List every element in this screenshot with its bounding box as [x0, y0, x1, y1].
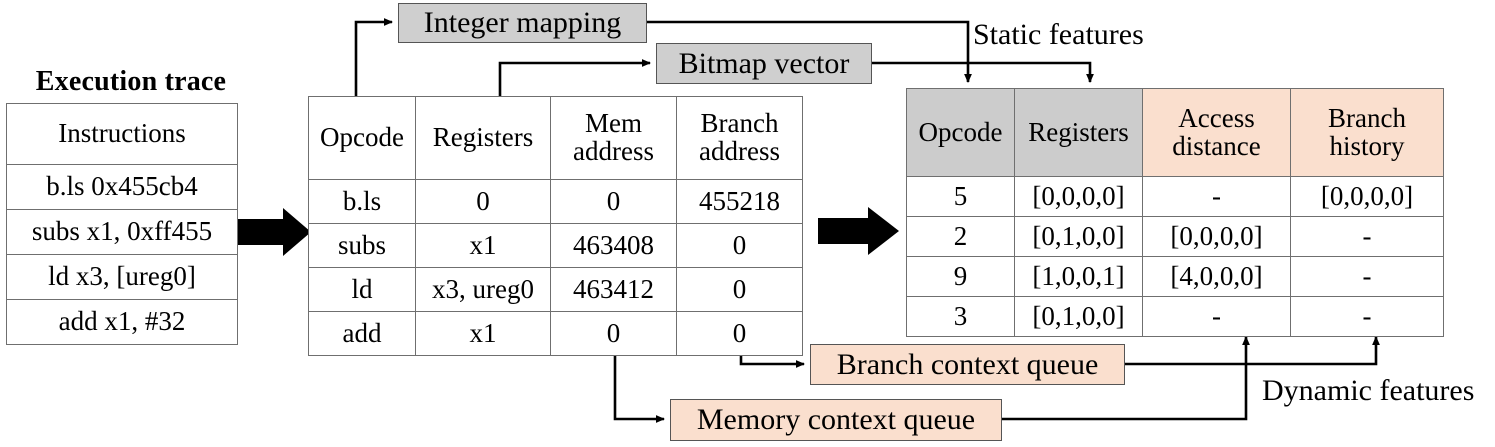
table-header-row: Instructions	[6, 103, 238, 165]
table-row: add x1 0 0	[308, 311, 803, 356]
hdr-line2: address	[699, 136, 780, 166]
table-row: 9 [1,0,0,1] [4,0,0,0] -	[906, 256, 1444, 297]
feature-header-registers: Registers	[1014, 88, 1143, 177]
table-header-row: Opcode Registers Mem address Branch addr…	[308, 96, 803, 180]
hdr-line1: Branch	[1328, 102, 1406, 133]
feature-cell: 3	[906, 296, 1015, 337]
trace-cell: b.ls 0x455cb4	[6, 164, 238, 210]
feature-cell: 9	[906, 256, 1015, 297]
trace-cell: add x1, #32	[6, 299, 238, 345]
table-row: 5 [0,0,0,0] - [0,0,0,0]	[906, 176, 1444, 217]
hdr-line1: Mem	[585, 108, 642, 139]
feature-cell: 5	[906, 176, 1015, 217]
mid-cell: subs	[308, 223, 416, 268]
mid-cell: ld	[308, 267, 416, 312]
thick-arrow-mid-to-right	[818, 207, 899, 255]
wire-opcode-to-integer-mapping	[354, 18, 393, 96]
mid-header-branch-address: Branch address	[676, 96, 803, 180]
feature-cell: [0,1,0,0]	[1014, 216, 1143, 257]
execution-trace-table: Instructions b.ls 0x455cb4 subs x1, 0xff…	[6, 103, 238, 345]
table-row: ld x3, ureg0 463412 0	[308, 267, 803, 312]
table-header-row: Opcode Registers Access distance Branch …	[906, 88, 1444, 177]
table-row: b.ls 0 0 455218	[308, 179, 803, 224]
feature-header-access-distance: Access distance	[1142, 88, 1291, 177]
mid-cell: 463412	[550, 267, 677, 312]
branch-context-queue-box: Branch context queue	[810, 344, 1125, 385]
table-row: 3 [0,1,0,0] - -	[906, 296, 1444, 337]
feature-header-branch-history: Branch history	[1290, 88, 1444, 177]
mid-header-registers: Registers	[415, 96, 551, 180]
hdr-line2: history	[1329, 130, 1405, 161]
hdr-line1: Registers	[1028, 116, 1129, 147]
feature-cell: 2	[906, 216, 1015, 257]
feature-cell: -	[1290, 296, 1444, 337]
mid-cell: x1	[415, 223, 551, 268]
mid-cell: add	[308, 311, 416, 356]
trace-cell: subs x1, 0xff455	[6, 209, 238, 255]
thick-arrow-trace-to-mid	[233, 208, 311, 256]
decoded-trace-table: Opcode Registers Mem address Branch addr…	[308, 96, 803, 356]
mid-cell: 0	[415, 179, 551, 224]
mid-cell: b.ls	[308, 179, 416, 224]
wire-memory-queue-to-access-distance	[1000, 336, 1250, 421]
wire-mem-addr-to-memory-queue	[613, 331, 665, 423]
table-row: subs x1 463408 0	[308, 223, 803, 268]
feature-cell: [4,0,0,0]	[1142, 256, 1291, 297]
mid-cell: x3, ureg0	[415, 267, 551, 312]
wire-branch-queue-to-branch-history	[1123, 336, 1380, 366]
dynamic-features-label: Dynamic features	[1262, 374, 1475, 407]
feature-table: Opcode Registers Access distance Branch …	[906, 88, 1444, 337]
wire-bitmap-to-registers	[870, 61, 1094, 83]
feature-cell: -	[1142, 296, 1291, 337]
memory-context-queue-box: Memory context queue	[670, 399, 1002, 441]
mid-cell: 455218	[676, 179, 803, 224]
feature-cell: [0,1,0,0]	[1014, 296, 1143, 337]
integer-mapping-box: Integer mapping	[398, 3, 647, 43]
mid-cell: 0	[676, 311, 803, 356]
hdr-line1: Opcode	[918, 116, 1003, 147]
mid-cell: 0	[550, 311, 677, 356]
table-row: b.ls 0x455cb4	[6, 164, 238, 210]
static-features-label: Static features	[973, 18, 1144, 51]
wire-registers-to-bitmap	[498, 59, 651, 96]
table-row: add x1, #32	[6, 299, 238, 345]
feature-cell: [1,0,0,1]	[1014, 256, 1143, 297]
feature-cell: -	[1290, 256, 1444, 297]
hdr-line2: distance	[1172, 130, 1261, 161]
hdr-line1: Opcode	[320, 122, 404, 153]
hdr-line1: Branch	[700, 108, 779, 139]
bitmap-vector-box: Bitmap vector	[656, 43, 872, 84]
hdr-line2: address	[573, 136, 654, 166]
mid-cell: 0	[676, 223, 803, 268]
feature-cell: [0,0,0,0]	[1142, 216, 1291, 257]
mid-cell: 463408	[550, 223, 677, 268]
trace-header-instructions: Instructions	[6, 103, 238, 165]
table-row: ld x3, [ureg0]	[6, 254, 238, 300]
trace-cell: ld x3, [ureg0]	[6, 254, 238, 300]
feature-cell: -	[1142, 176, 1291, 217]
mid-cell: 0	[676, 267, 803, 312]
mid-cell: x1	[415, 311, 551, 356]
hdr-line1: Registers	[432, 122, 534, 153]
execution-trace-title: Execution trace	[35, 66, 227, 97]
feature-cell: [0,0,0,0]	[1290, 176, 1444, 217]
feature-cell: -	[1290, 216, 1444, 257]
hdr-line1: Access	[1178, 102, 1255, 133]
feature-header-opcode: Opcode	[906, 88, 1015, 177]
table-row: 2 [0,1,0,0] [0,0,0,0] -	[906, 216, 1444, 257]
feature-cell: [0,0,0,0]	[1014, 176, 1143, 217]
table-row: subs x1, 0xff455	[6, 209, 238, 255]
mid-cell: 0	[550, 179, 677, 224]
mid-header-opcode: Opcode	[308, 96, 416, 180]
mid-header-mem-address: Mem address	[550, 96, 677, 180]
